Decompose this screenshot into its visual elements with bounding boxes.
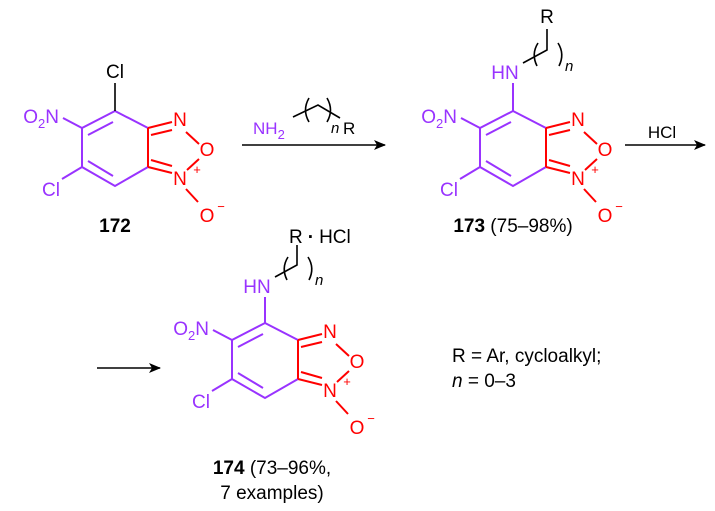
svg-text:NH2: NH2: [253, 119, 285, 142]
svg-text:N: N: [571, 169, 585, 190]
svg-text:R: R: [540, 7, 554, 28]
atom-n3: N: [173, 110, 187, 131]
compound-173: HN n R O2N Cl N O N + O −: [421, 7, 623, 227]
svg-text:−: −: [367, 411, 375, 426]
svg-text:n: n: [565, 58, 573, 75]
svg-text:R: R: [343, 119, 355, 138]
svg-text:O2N: O2N: [173, 319, 209, 343]
svg-text:−: −: [615, 199, 623, 214]
atom-n1: N: [173, 169, 187, 190]
svg-text:+: +: [343, 374, 351, 389]
compound-172: Cl O2N Cl N O N + O −: [23, 62, 225, 227]
compound-number-172: 172: [99, 216, 131, 237]
nitro-label: O2N: [23, 107, 59, 131]
svg-text:n: n: [315, 272, 323, 289]
svg-text:n: n: [331, 120, 339, 137]
svg-text:O: O: [350, 418, 365, 439]
atom-hn: HN: [491, 63, 518, 84]
svg-text:HN: HN: [243, 277, 270, 298]
atom-cl-left: Cl: [42, 180, 60, 201]
charge-plus: +: [193, 162, 201, 177]
reagent-hcl: HCl: [648, 123, 676, 142]
svg-text:N: N: [571, 110, 585, 131]
compound-label-174: 174 (73–96%,: [213, 458, 331, 479]
atom-o: O: [200, 140, 215, 161]
r-hcl-label: R·HCl: [289, 227, 351, 248]
svg-text:O: O: [598, 140, 613, 161]
compound-examples-174: 7 examples): [220, 483, 324, 504]
compound-174: HN n R·HCl O2N Cl N O N + O −: [173, 227, 375, 439]
svg-text:O: O: [598, 206, 613, 227]
atom-cl-top: Cl: [106, 62, 124, 83]
nitro-label: O2N: [421, 107, 457, 131]
atom-o-minus: O: [200, 206, 215, 227]
svg-text:Cl: Cl: [192, 392, 210, 413]
charge-minus: −: [217, 199, 225, 214]
legend-n: n = 0–3: [452, 371, 516, 392]
reagent-amine: NH2 n R: [253, 97, 355, 142]
svg-text:N: N: [323, 322, 337, 343]
svg-text:N: N: [323, 381, 337, 402]
compound-label-173: 173 (75–98%): [453, 216, 572, 237]
svg-text:O: O: [350, 352, 365, 373]
legend-r: R = Ar, cycloalkyl;: [452, 346, 601, 367]
svg-text:+: +: [591, 162, 599, 177]
svg-text:Cl: Cl: [440, 180, 458, 201]
